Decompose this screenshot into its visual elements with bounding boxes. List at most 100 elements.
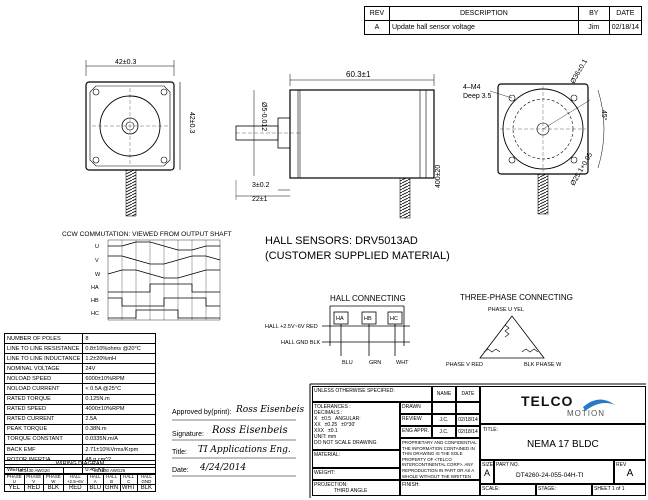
spec-name: NOLOAD SPEED [3, 373, 84, 385]
stage-label: STAGE: [536, 484, 592, 496]
eng-name: J.C. [432, 426, 456, 438]
scale-label: SCALE: [480, 484, 536, 496]
hall-sensor-note: (CUSTOMER SUPPLIED MATERIAL) [265, 250, 450, 262]
date-value: 4/24/2014 [200, 463, 247, 473]
wire-color: BLU [86, 484, 104, 492]
tol-xxx: XXX [314, 428, 325, 434]
signal-v: V [95, 258, 99, 264]
side-view: 60.3±1 Ø5-0.012 3±0.2 22±1 400±20 [235, 70, 442, 219]
no-scale-label: DO NOT SCALE DRAWING [314, 440, 377, 446]
spec-name: NOLOAD CURRENT [3, 383, 84, 395]
signature-value: Ross Eisenbeis [212, 425, 288, 436]
spec-value: 2.71±10%Vrms/Krpm [82, 444, 156, 456]
wire-color: BLK [136, 484, 157, 492]
review-label: REVIEW [400, 414, 432, 426]
title-value: TI Applications Eng. [198, 445, 291, 455]
angle-dim: 45° [600, 110, 608, 121]
drawn-date [456, 402, 480, 414]
size-value: A [483, 468, 490, 478]
revision-block: REV DESCRIPTION BY DATE A Update hall se… [364, 6, 643, 35]
wire-color: WHT [119, 484, 138, 492]
commutation-diagram: CCW COMMUTATION: VIEWED FROM OUTPUT SHAF… [62, 231, 232, 321]
weight-label: WEIGHT: [312, 468, 400, 480]
hall-supply-label: HALL +2.5V~6V RED [265, 324, 318, 330]
material-label: MATERIAL: [312, 450, 400, 468]
tol-xxx-value: ±0.1 [328, 428, 338, 434]
spec-value: 8 [82, 332, 156, 345]
spec-name: NOMINAL VOLTAGE [3, 363, 84, 375]
spec-row: NOLOAD CURRENT< 0.5A @25°C [3, 383, 156, 395]
wire-label: HALL A [86, 473, 104, 485]
wiring-table: WIRING DIAGRAM UL1430 AWG20 UL1430 AWG26… [4, 460, 157, 492]
company-logo: TELCO MOTION [480, 386, 646, 424]
tb-date-header: DATE [456, 386, 480, 402]
pilot-height-dim: 3±0.2 [252, 182, 270, 189]
units-label: UNIT: mm [314, 434, 337, 440]
spec-name: NUMBER OF POLES [3, 332, 84, 345]
wire-color: RED [23, 484, 44, 492]
tb-name-header: NAME [432, 386, 456, 402]
spec-value: 0.0335N.m/A [82, 433, 156, 446]
sensor-hc: HC [390, 316, 398, 322]
spec-value: 4000±10%RPM [82, 403, 156, 415]
rev-by: Jim [577, 20, 610, 35]
spec-value: < 0.5A @25°C [82, 383, 156, 395]
part-label: PART NO. [496, 462, 520, 468]
logo-bottom-text: MOTION [567, 409, 605, 418]
wire-grn: GRN [369, 360, 381, 366]
commutation-title: CCW COMMUTATION: VIEWED FROM OUTPUT SHAF… [62, 231, 232, 238]
sensor-hb: HB [364, 316, 372, 322]
phase-u-label: PHASE U YEL [488, 307, 524, 313]
shaft-length-dim: 22±1 [252, 196, 268, 203]
spec-value: 0.125N.m [82, 393, 156, 405]
tolerance-box: TOLERANCES : DECIMALS : X ±0.5 ANGULAR: … [312, 402, 400, 450]
sheet-label: SHEET 1 of 1 [592, 484, 646, 496]
sensor-ha: HA [336, 316, 344, 322]
bolt-circle-dim: Ø36±0.1 [570, 58, 590, 85]
tol-xx-value: ±0.25 [324, 422, 338, 428]
lead-length-dim: 400±20 [435, 165, 442, 188]
tol-xx: XX [314, 422, 321, 428]
signal-hb: HB [91, 298, 99, 304]
rev-letter: A [626, 468, 634, 479]
review-date: 02/18/14 [456, 414, 480, 426]
three-phase-title: THREE-PHASE CONNECTING [460, 293, 573, 302]
spec-value: 0.8±10%ohms @20°C [82, 343, 156, 355]
wire-blu: BLU [342, 360, 353, 366]
tol-x-value: ±0.5 [321, 416, 332, 422]
hall-connecting-diagram: HALL CONNECTING HA HB HC HALL +2.5V~6V R… [265, 294, 410, 366]
review-name: J.C. [432, 414, 456, 426]
drawing-title: NEMA 17 BLDC [527, 439, 599, 450]
hall-connecting-title: HALL CONNECTING [330, 294, 406, 303]
signal-hc: HC [91, 311, 99, 317]
eng-date: 02/18/14 [456, 426, 480, 438]
rev-box: REV A [614, 460, 646, 484]
part-number: DT4260-24-055-04H-TI [516, 472, 584, 479]
front-width-dim: 42±0.3 [115, 59, 136, 66]
size-box: SIZE A [480, 460, 494, 484]
spec-name: PEAK TORQUE [3, 423, 84, 435]
spec-name: TORQUE CONSTANT [3, 433, 84, 446]
wiring-title: WIRING DIAGRAM [4, 460, 156, 468]
wire-label: HALL B [102, 473, 121, 485]
telco-swoosh-icon [583, 399, 615, 411]
rev-label: REV [616, 462, 627, 468]
wire-label: PHASE U [4, 473, 25, 485]
wire-color: YEL [4, 484, 25, 492]
third-angle-label: THIRD ANGLE [334, 488, 368, 494]
spec-value: 1.2±20%mH [82, 353, 156, 365]
projection-label: PROJECTION: [314, 482, 348, 488]
signal-ha: HA [91, 285, 99, 291]
tol-x: X [314, 416, 318, 422]
projection-box: PROJECTION: THIRD ANGLE [312, 480, 400, 496]
size-label: SIZE [482, 462, 494, 468]
